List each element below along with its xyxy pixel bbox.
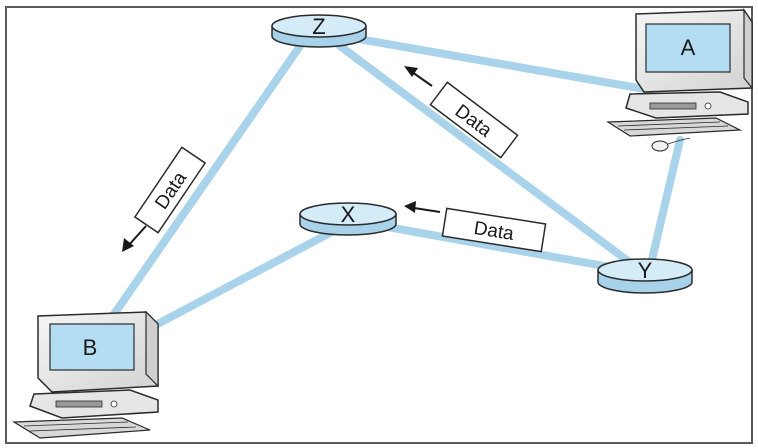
packet-z-b-arrow: [122, 225, 147, 252]
diagram-frame: [5, 6, 753, 444]
link-z-y: [336, 42, 644, 274]
link-x-y: [356, 218, 619, 272]
router-z: Z: [271, 14, 367, 48]
packet-y-x: Data: [441, 207, 547, 253]
router-y: Y: [597, 258, 693, 294]
computer-a: A: [606, 8, 753, 152]
links: [106, 30, 684, 332]
packet-z-b: Data: [133, 146, 207, 234]
computer-b: B: [11, 310, 159, 439]
router-y-label: Y: [638, 258, 653, 283]
link-z-b: [106, 42, 304, 324]
link-z-a: [326, 30, 654, 94]
router-z-label: Z: [312, 14, 325, 39]
router-x: X: [299, 202, 397, 236]
router-x-label: X: [341, 202, 356, 227]
computer-b-screen: [49, 323, 135, 371]
packet-y-z-arrow: [404, 66, 433, 87]
computer-a-screen: [645, 23, 731, 73]
link-a-y: [646, 136, 684, 272]
computer-b-label: B: [83, 335, 98, 360]
computer-a-label: A: [681, 35, 696, 60]
packet-y-x-arrow: [404, 201, 441, 213]
link-x-b: [146, 221, 349, 332]
